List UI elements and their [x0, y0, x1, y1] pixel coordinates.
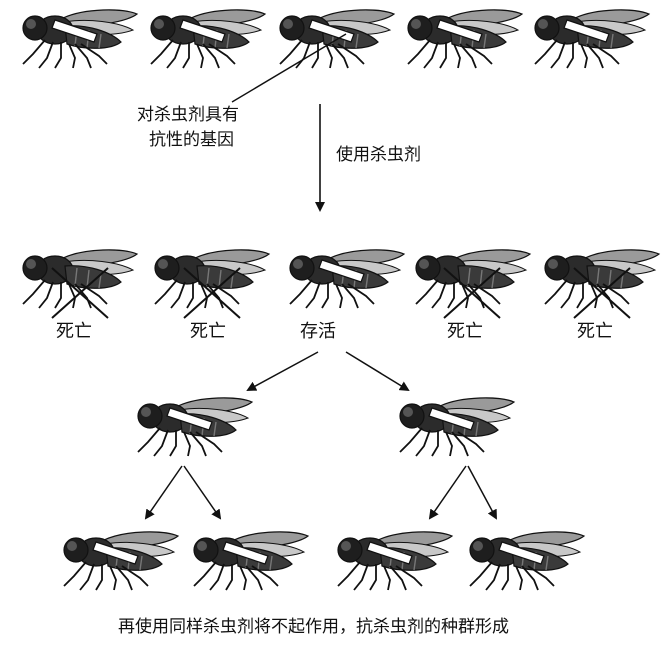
- x-cross-icon: [443, 267, 501, 319]
- housefly-icon: [415, 249, 531, 309]
- action-label: 使用杀虫剂: [336, 145, 421, 165]
- fate-label: 死亡: [190, 321, 226, 342]
- arrow-icon: [144, 465, 183, 520]
- row1-population: [22, 9, 650, 69]
- arrow-icon: [428, 465, 467, 520]
- housefly-icon: [337, 531, 453, 591]
- row2-population: [22, 249, 660, 319]
- housefly-icon: [154, 249, 270, 309]
- housefly-icon: [534, 9, 650, 69]
- housefly-icon: [150, 9, 266, 69]
- x-cross-icon: [51, 267, 109, 319]
- housefly-icon: [193, 531, 309, 591]
- housefly-icon: [469, 531, 585, 591]
- housefly-icon: [399, 397, 515, 457]
- fate-label: 死亡: [577, 321, 613, 342]
- housefly-icon: [407, 9, 523, 69]
- housefly-icon: [544, 249, 660, 309]
- arrow-icon: [183, 465, 222, 520]
- x-cross-icon: [573, 267, 631, 319]
- gene-pointer-line: [231, 33, 347, 103]
- fate-label: 死亡: [447, 321, 483, 342]
- fate-label: 死亡: [56, 321, 92, 342]
- housefly-icon: [22, 9, 138, 69]
- fate-label: 存活: [300, 321, 336, 342]
- housefly-icon: [289, 249, 405, 309]
- arrow-icon: [467, 465, 497, 520]
- x-cross-icon: [183, 267, 241, 319]
- gene-label-line2: 抗性的基因: [149, 130, 234, 150]
- housefly-icon: [63, 531, 179, 591]
- housefly-icon: [137, 397, 253, 457]
- row4-population: [63, 531, 585, 591]
- housefly-icon: [22, 249, 138, 309]
- gene-label-line1: 对杀虫剂具有: [137, 105, 239, 125]
- arrow-icon: [246, 351, 319, 391]
- row3-offspring: [137, 397, 515, 457]
- conclusion-caption: 再使用同样杀虫剂将不起作用，抗杀虫剂的种群形成: [118, 617, 509, 637]
- arrow-icon: [345, 351, 410, 392]
